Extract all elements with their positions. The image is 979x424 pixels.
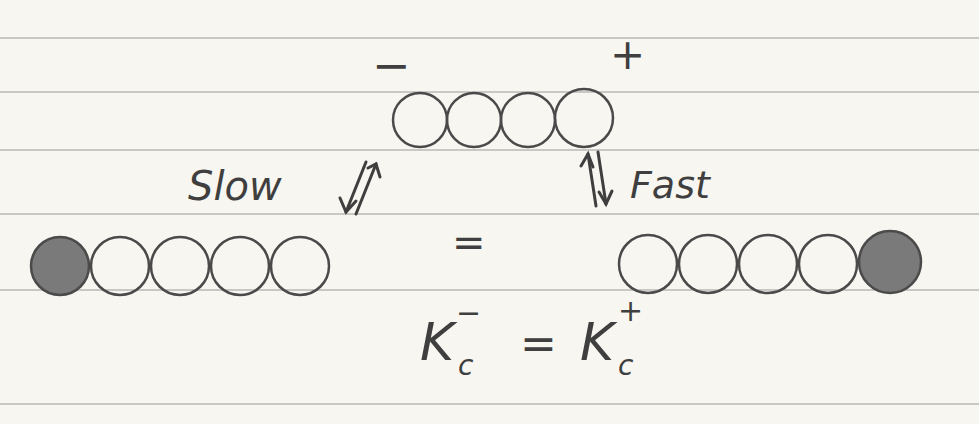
bottom-right-filament	[619, 231, 921, 293]
constant-symbol: K	[420, 316, 454, 368]
plus-end-sign: +	[610, 34, 645, 76]
subscript: c	[618, 352, 633, 380]
equals-sign: =	[520, 322, 557, 366]
ruled-lines	[0, 38, 979, 404]
fast-equilibrium-arrows	[581, 152, 612, 206]
minus-end-sign: −	[372, 42, 411, 88]
rate-label: Slow	[188, 166, 282, 206]
superscript: −	[456, 298, 481, 328]
subscript: c	[458, 352, 473, 380]
top-filament	[393, 89, 613, 147]
slow-equilibrium-arrows	[340, 162, 380, 214]
equals-sign: =	[452, 222, 486, 262]
rate-label: Fast	[630, 166, 710, 204]
superscript: +	[618, 296, 643, 326]
bottom-left-filament	[31, 237, 329, 295]
constant-symbol: K	[580, 316, 614, 368]
